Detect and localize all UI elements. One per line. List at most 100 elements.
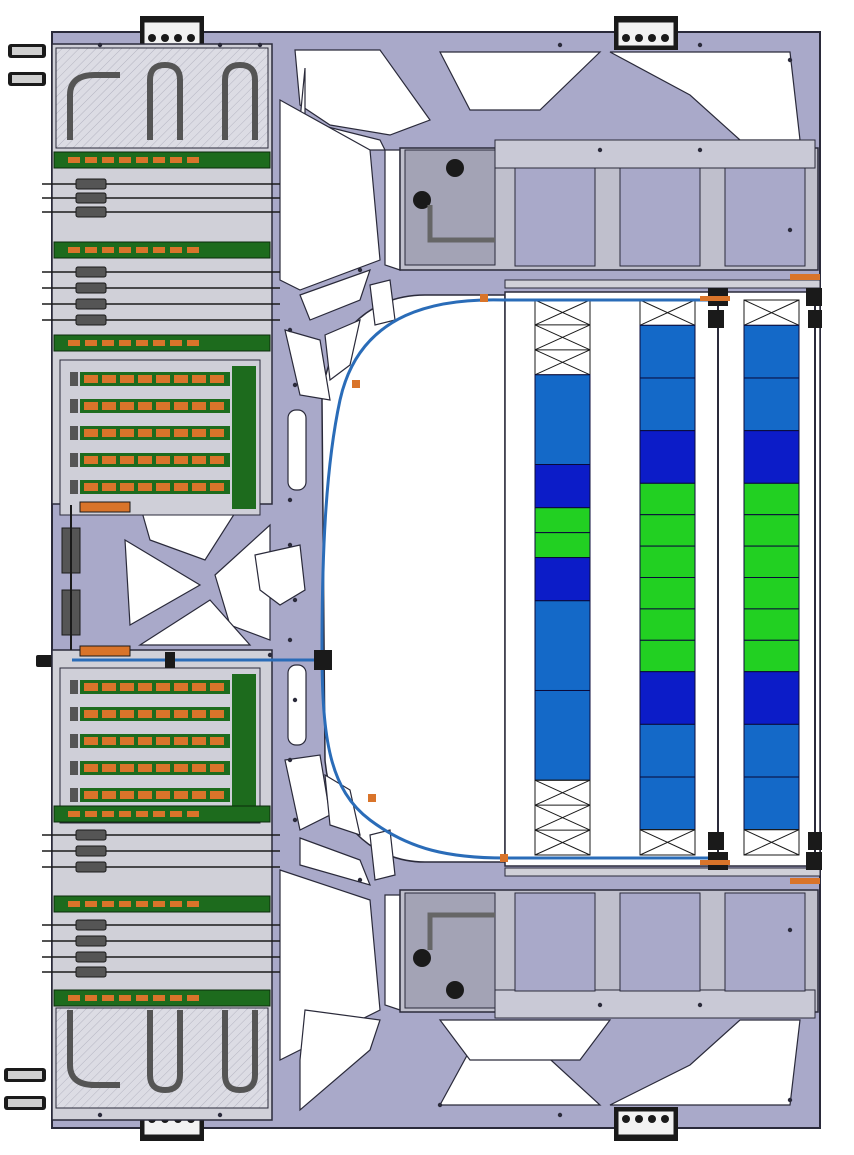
cable-connector	[75, 282, 107, 294]
chip	[174, 710, 188, 718]
chip	[138, 764, 152, 772]
sensor-module-dark	[743, 430, 800, 484]
pipe-fitting-icon	[413, 949, 431, 967]
chip	[156, 402, 170, 410]
chip	[136, 901, 148, 907]
chip	[84, 764, 98, 772]
sensor-module-green	[639, 608, 696, 641]
screw-head-icon	[217, 1112, 223, 1118]
chip	[138, 402, 152, 410]
chip	[102, 456, 116, 464]
screw-head-icon	[557, 1112, 563, 1118]
sensor-module-green	[639, 577, 696, 610]
sensor-module-dark	[534, 557, 591, 602]
chip	[102, 157, 114, 163]
screw-head-icon	[267, 652, 273, 658]
chip	[174, 683, 188, 691]
chip	[187, 995, 199, 1001]
row-connector	[70, 372, 78, 386]
chip	[170, 340, 182, 346]
chip	[170, 157, 182, 163]
truss-strut	[743, 829, 800, 856]
frame-cutouts	[124, 49, 801, 1112]
sensor-module-light	[639, 776, 696, 831]
sensor-ladders	[534, 299, 800, 856]
screw-head-icon	[287, 497, 293, 503]
chip	[120, 764, 134, 772]
chip	[68, 157, 80, 163]
chip	[85, 340, 97, 346]
sensor-module-light	[743, 723, 800, 778]
chip	[84, 429, 98, 437]
chip	[120, 429, 134, 437]
chip	[136, 157, 148, 163]
sensor-module-green	[534, 532, 591, 559]
chip	[85, 995, 97, 1001]
truss-strut	[534, 349, 591, 376]
chip	[210, 764, 224, 772]
chip	[174, 791, 188, 799]
cable-connector	[75, 298, 107, 310]
row-connector	[70, 680, 78, 694]
mount-blocks	[140, 16, 678, 1141]
cable-connector	[75, 935, 107, 947]
cable-connector	[75, 192, 107, 204]
ladder-end-clips	[700, 274, 820, 884]
ladder-end-fittings	[708, 288, 822, 870]
sensor-module-light	[534, 374, 591, 466]
screw-head-icon	[287, 637, 293, 643]
chip	[187, 901, 199, 907]
screw-head-icon	[787, 227, 793, 233]
screw-head-icon	[292, 382, 298, 388]
cable-connector	[75, 314, 107, 326]
chip	[156, 429, 170, 437]
chip	[120, 683, 134, 691]
chip	[156, 737, 170, 745]
pipe-fitting-icon	[4, 44, 56, 1110]
central-opening	[321, 294, 506, 863]
chip	[210, 375, 224, 383]
chip	[120, 737, 134, 745]
sensor-module-green	[534, 507, 591, 534]
chip	[85, 901, 97, 907]
chip	[138, 710, 152, 718]
chip	[153, 811, 165, 817]
chip	[174, 456, 188, 464]
chip	[174, 483, 188, 491]
chip	[156, 710, 170, 718]
chip	[138, 429, 152, 437]
sensor-module-green	[743, 639, 800, 673]
chip	[210, 456, 224, 464]
sensor-module-light	[534, 600, 591, 691]
row-connector	[70, 399, 78, 413]
chip	[187, 340, 199, 346]
chip	[102, 375, 116, 383]
chip	[120, 710, 134, 718]
right-upper-module	[399, 139, 819, 271]
cable-connector	[75, 919, 107, 931]
row-connector	[70, 480, 78, 494]
chip	[138, 375, 152, 383]
pipe-fitting-icon	[446, 981, 464, 999]
chip	[119, 340, 131, 346]
chip	[174, 737, 188, 745]
chip	[120, 402, 134, 410]
chip	[192, 456, 206, 464]
chip	[85, 247, 97, 253]
chip	[120, 483, 134, 491]
chip	[170, 901, 182, 907]
chip	[192, 737, 206, 745]
chip	[68, 901, 80, 907]
chip	[138, 456, 152, 464]
screw-head-icon	[257, 42, 263, 48]
chip	[174, 764, 188, 772]
pipe-fitting-icon	[165, 652, 175, 668]
chip	[102, 247, 114, 253]
chip	[68, 995, 80, 1001]
chip	[120, 791, 134, 799]
chip	[210, 429, 224, 437]
tube-clip	[480, 294, 488, 302]
chip	[84, 402, 98, 410]
screw-head-icon	[292, 817, 298, 823]
